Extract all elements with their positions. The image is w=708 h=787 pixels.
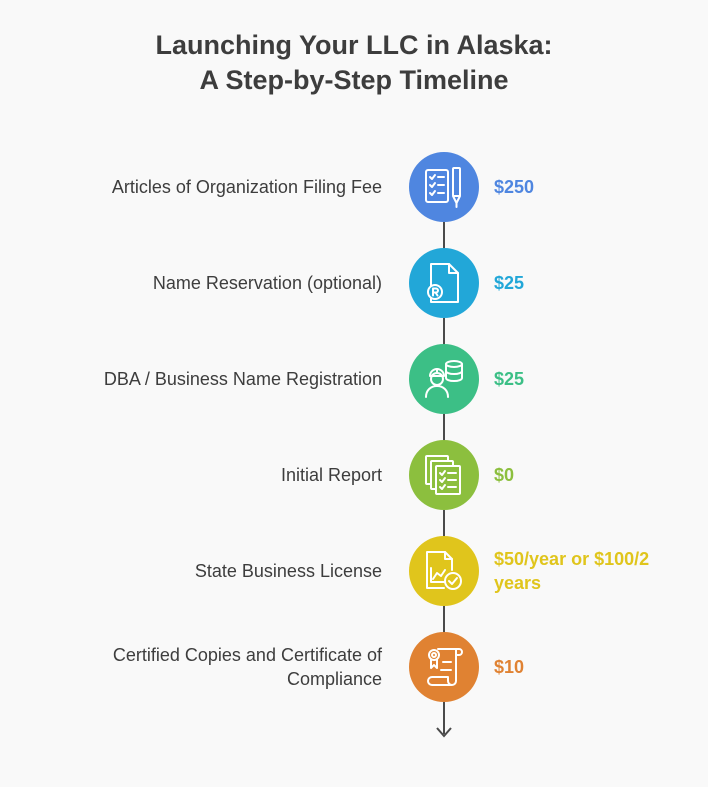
timeline-step: State Business License $50/year or $100/… — [0, 536, 708, 606]
step-label: DBA / Business Name Registration — [103, 369, 382, 389]
page-title: Launching Your LLC in Alaska: A Step-by-… — [0, 28, 708, 98]
arrow-down-icon — [436, 727, 452, 738]
timeline-connector — [443, 702, 445, 734]
step-circle — [409, 632, 479, 702]
step-label: Name Reservation (optional) — [152, 273, 382, 293]
timeline-step: Certified Copies and Certificate of Comp… — [0, 632, 708, 702]
step-circle — [409, 440, 479, 510]
timeline-step: DBA / Business Name Registration $25 — [0, 344, 708, 414]
stacked-checklist-icon — [425, 455, 461, 495]
timeline-step: Initial Report $0 — [0, 440, 708, 510]
step-label: State Business License — [194, 561, 382, 581]
certificate-scroll-icon — [427, 648, 463, 686]
step-circle — [409, 248, 479, 318]
timeline-step: Articles of Organization Filing Fee $250 — [0, 152, 708, 222]
step-cost: $0 — [494, 465, 515, 485]
timeline-connector — [443, 318, 445, 346]
step-cost: $250 — [494, 177, 535, 197]
timeline-connector — [443, 222, 445, 250]
worker-database-icon — [425, 360, 463, 398]
title-line-1: Launching Your LLC in Alaska: — [155, 30, 553, 60]
timeline-step: Name Reservation (optional) $25 — [0, 248, 708, 318]
step-circle — [409, 344, 479, 414]
step-cost: $10 — [494, 657, 525, 677]
step-label: Initial Report — [280, 465, 382, 485]
timeline-connector — [443, 510, 445, 538]
step-label: Certified Copies and Certificate of Comp… — [112, 645, 382, 689]
title-line-2: A Step-by-Step Timeline — [199, 65, 509, 95]
registered-document-icon — [427, 263, 459, 303]
timeline-connector — [443, 414, 445, 442]
step-cost: $25 — [494, 369, 525, 389]
checklist-pen-icon — [425, 167, 461, 208]
step-cost: $50/year or $100/2 years — [494, 549, 650, 593]
step-circle — [409, 152, 479, 222]
step-label: Articles of Organization Filing Fee — [111, 177, 382, 197]
timeline-connector — [443, 606, 445, 634]
step-cost: $25 — [494, 273, 525, 293]
step-circle — [409, 536, 479, 606]
approved-chart-document-icon — [426, 551, 462, 590]
